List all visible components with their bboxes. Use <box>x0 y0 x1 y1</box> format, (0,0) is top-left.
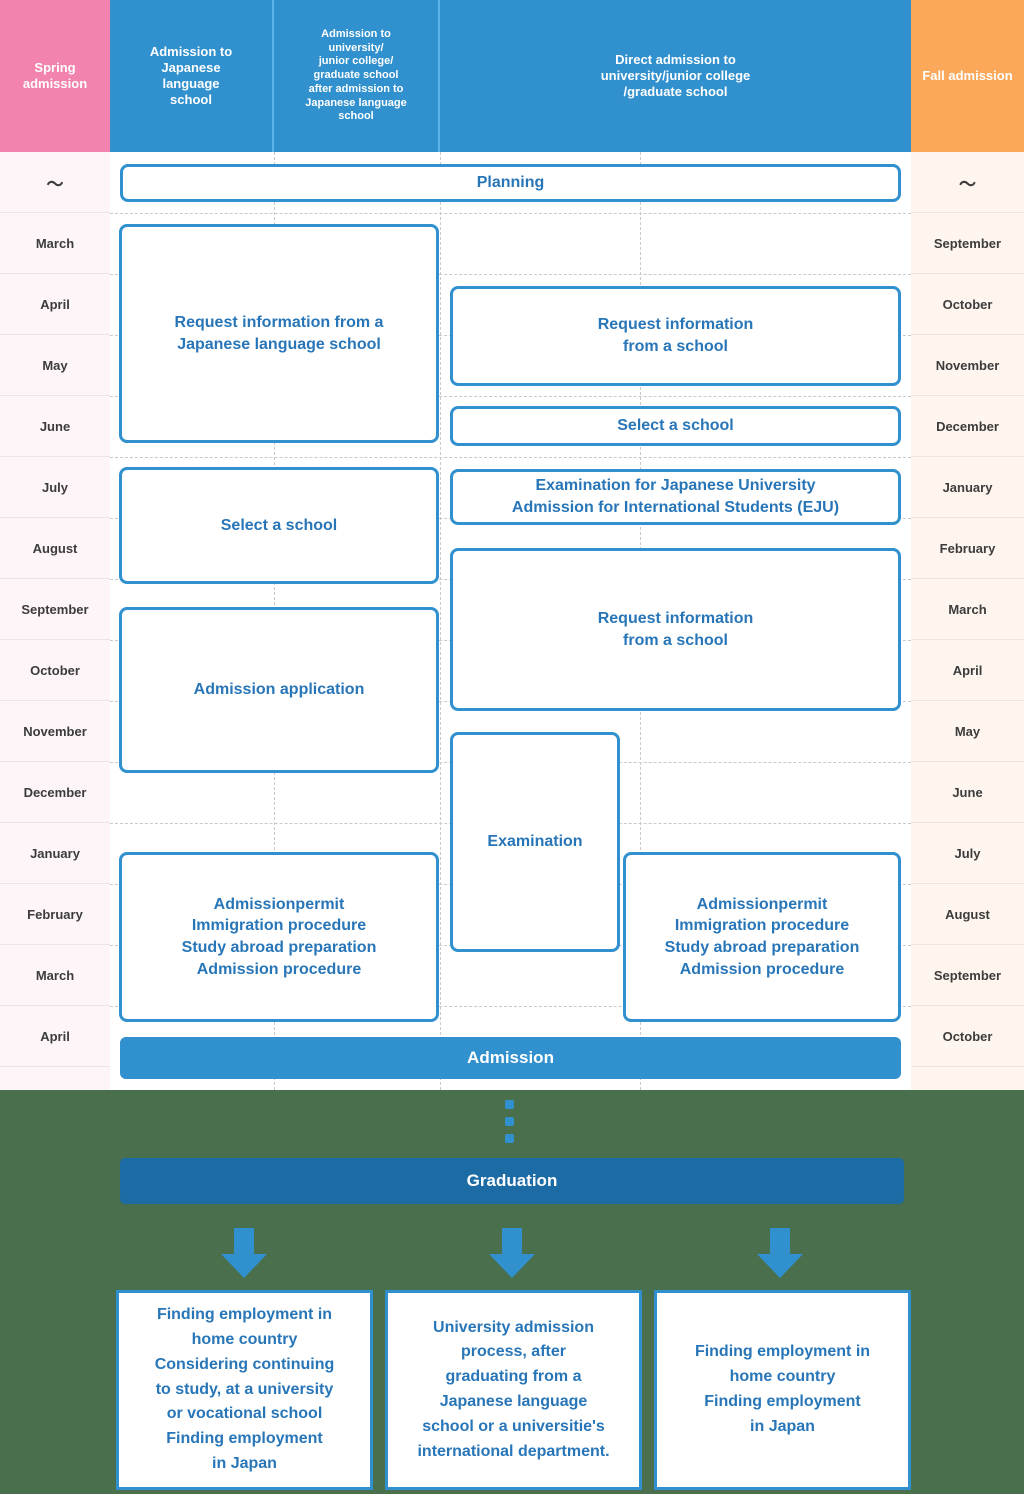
fall-month-cell: May <box>911 701 1024 762</box>
fall-month-cell: September <box>911 945 1024 1006</box>
vertical-dots-connector <box>505 1100 519 1151</box>
spring-month-cell: September <box>0 579 110 640</box>
step-admission-application[interactable]: Admission application <box>119 607 439 773</box>
spring-month-cell: April <box>0 1006 110 1067</box>
spring-month-cell: May <box>0 335 110 396</box>
dot-icon <box>505 1117 514 1126</box>
fall-month-cell: April <box>911 640 1024 701</box>
grid-hline-14 <box>110 1006 911 1007</box>
spring-month-cell: June <box>0 396 110 457</box>
spring-month-cell: ～ <box>0 152 110 213</box>
spring-month-cell: August <box>0 518 110 579</box>
dot-icon <box>505 1134 514 1143</box>
grid-hline-2 <box>110 274 911 275</box>
spring-month-cell: March <box>0 213 110 274</box>
fall-month-cell: October <box>911 274 1024 335</box>
down-arrow-icon <box>489 1228 535 1278</box>
spring-month-cell: April <box>0 274 110 335</box>
fall-month-cell: March <box>911 579 1024 640</box>
fall-month-cell: ～ <box>911 152 1024 213</box>
spring-month-cell: December <box>0 762 110 823</box>
down-arrow-icon <box>221 1228 267 1278</box>
spring-month-cell: November <box>0 701 110 762</box>
step-select-school-left[interactable]: Select a school <box>119 467 439 584</box>
grid-vline-2 <box>440 152 441 1090</box>
fall-month-cell: February <box>911 518 1024 579</box>
grid-hline-4 <box>110 396 911 397</box>
grid-hline-1 <box>110 213 911 214</box>
fall-month-cell: December <box>911 396 1024 457</box>
fall-month-cell: September <box>911 213 1024 274</box>
step-select-school-right[interactable]: Select a school <box>450 406 901 446</box>
graduation-bar[interactable]: Graduation <box>120 1158 904 1204</box>
fall-month-cell: October <box>911 1006 1024 1067</box>
spring-month-cell: July <box>0 457 110 518</box>
step-admission-bar[interactable]: Admission <box>120 1037 901 1079</box>
step-planning[interactable]: Planning <box>120 164 901 202</box>
fall-month-cell: August <box>911 884 1024 945</box>
spring-month-cell: January <box>0 823 110 884</box>
fall-month-cell: July <box>911 823 1024 884</box>
dot-icon <box>505 1100 514 1109</box>
spring-month-cell: February <box>0 884 110 945</box>
grid-hline-5 <box>110 457 911 458</box>
step-examination[interactable]: Examination <box>450 732 620 952</box>
fall-month-cell: June <box>911 762 1024 823</box>
fall-month-cell: November <box>911 335 1024 396</box>
fall-month-cell: January <box>911 457 1024 518</box>
spring-month-cell: March <box>0 945 110 1006</box>
spring-month-cell: October <box>0 640 110 701</box>
down-arrow-icon <box>757 1228 803 1278</box>
header-fall-admission: Fall admission <box>911 0 1024 152</box>
